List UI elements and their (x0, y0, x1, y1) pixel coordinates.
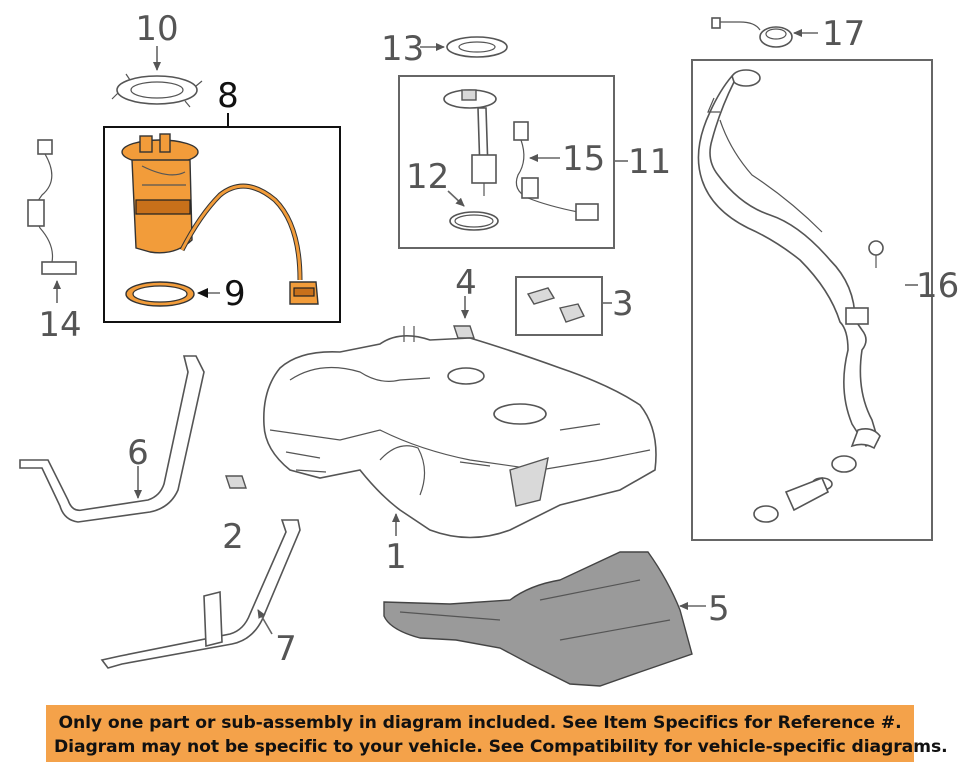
callout-11: 11 (628, 142, 671, 182)
part-10-lock-ring (111, 73, 203, 108)
fuel-system-parts-diagram: 10 8 9 14 13 1 (19, 9, 959, 687)
part-13-lock-ring (446, 36, 508, 58)
box-11 (398, 75, 615, 249)
box-3 (515, 276, 603, 336)
part-9-seal-ring (125, 281, 195, 307)
part-17-fuel-cap (711, 17, 793, 48)
part-6-tank-strap (19, 355, 205, 523)
part-12-sender-unit (443, 89, 499, 231)
part-15-harness (513, 121, 599, 221)
notice-banner: Only one part or sub-assembly in diagram… (46, 705, 948, 762)
part-3-clips (526, 287, 585, 323)
callout-15: 15 (562, 139, 605, 179)
callout-17: 17 (822, 14, 865, 54)
callout-10: 10 (135, 9, 178, 49)
part-8-fuel-pump-module (121, 133, 319, 305)
callout-3: 3 (612, 284, 634, 324)
callout-12: 12 (406, 157, 449, 197)
callout-6: 6 (127, 433, 149, 473)
part-2-clip (225, 475, 247, 489)
callout-5: 5 (708, 589, 730, 629)
box-16 (691, 59, 933, 541)
part-5-heat-shield (383, 551, 693, 687)
callout-2: 2 (222, 517, 244, 557)
part-16-filler-pipe (697, 69, 884, 523)
callout-1: 1 (385, 537, 407, 577)
callout-9: 9 (224, 274, 246, 314)
notice-line-1: Only one part or sub-assembly in diagram… (58, 713, 902, 733)
callout-14: 14 (38, 305, 81, 345)
callout-4: 4 (455, 263, 477, 303)
part-14-wiring-harness (27, 139, 77, 275)
callout-16: 16 (916, 266, 959, 306)
part-7-tank-strap (100, 519, 301, 669)
callout-13: 13 (381, 29, 424, 69)
part-4-clip (453, 325, 475, 339)
callout-7: 7 (275, 629, 297, 669)
box-8 (103, 126, 341, 323)
notice-line-2: Diagram may not be specific to your vehi… (54, 737, 948, 757)
callout-8: 8 (217, 76, 239, 116)
part-1-fuel-tank (263, 326, 657, 539)
